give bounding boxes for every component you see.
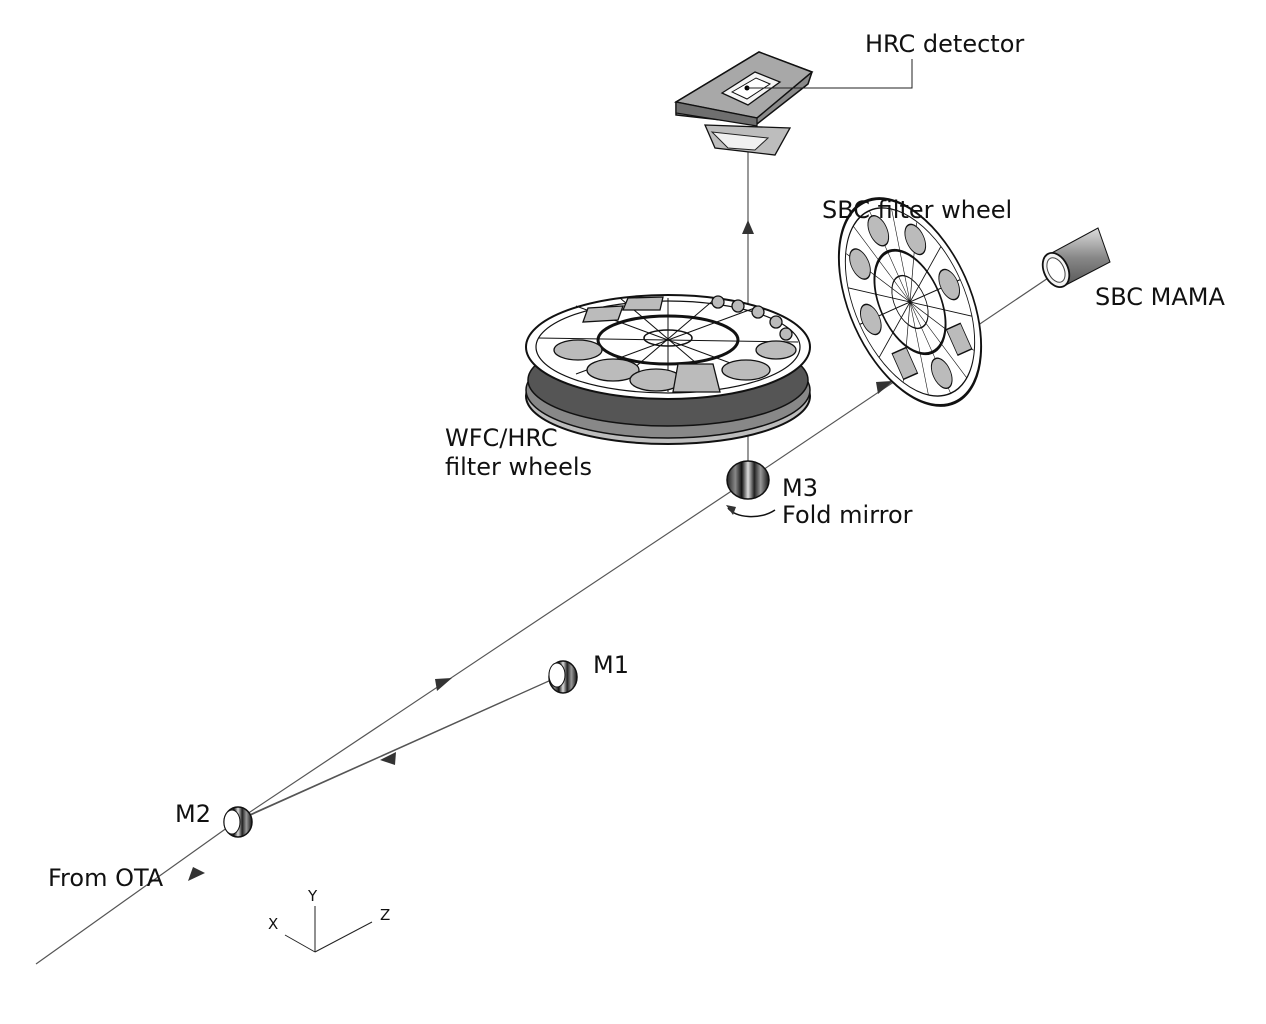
wfc-hrc-label-line1: WFC/HRC bbox=[445, 424, 558, 452]
m1-label: M1 bbox=[593, 651, 629, 679]
wfc-hrc-filter-wheels-graphic bbox=[525, 294, 811, 445]
m3-fold-mirror-graphic bbox=[726, 460, 776, 518]
m1-mirror-graphic bbox=[548, 660, 578, 694]
arrow-from-ota bbox=[188, 867, 205, 881]
sbc-filter-wheel-graphic bbox=[837, 197, 983, 407]
arrow-to-m3 bbox=[435, 678, 452, 691]
fold-mirror-label: Fold mirror bbox=[782, 501, 913, 529]
axis-z-label: Z bbox=[380, 906, 391, 924]
axis-y-label: Y bbox=[308, 887, 318, 905]
sbc-mama-graphic bbox=[1041, 227, 1111, 288]
wfc-hrc-label-line2: filter wheels bbox=[445, 453, 592, 481]
axis-x-label: X bbox=[268, 915, 279, 933]
m2-mirror-graphic bbox=[223, 806, 253, 838]
arrow-to-sbc bbox=[876, 381, 893, 394]
hrc-detector-label: HRC detector bbox=[865, 30, 1025, 58]
arrow-to-hrc bbox=[742, 220, 754, 234]
from-ota-label: From OTA bbox=[48, 864, 164, 892]
m3-label: M3 bbox=[782, 474, 818, 502]
sbc-mama-label: SBC MAMA bbox=[1095, 283, 1225, 311]
coordinate-axes bbox=[284, 906, 373, 953]
arrow-to-m2 bbox=[380, 752, 396, 765]
m2-label: M2 bbox=[175, 800, 211, 828]
sbc-filter-wheel-label: SBC filter wheel bbox=[822, 196, 1013, 224]
hrc-detector-graphic bbox=[673, 51, 913, 156]
